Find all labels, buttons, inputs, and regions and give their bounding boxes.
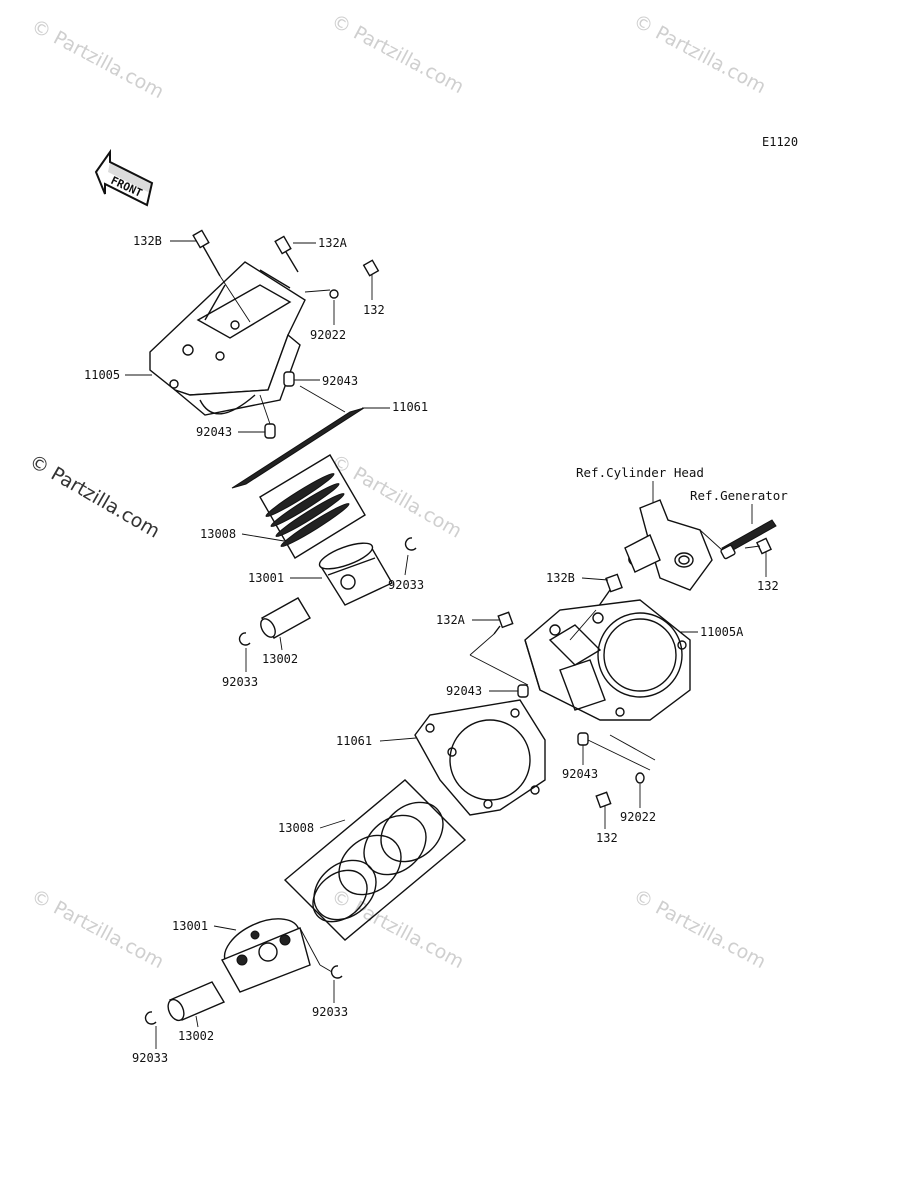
bolt-132-lower [595,791,612,809]
washer-92022-lower [635,772,645,784]
label-92043-lower-b: 92043 [562,767,598,781]
cylinder-head-fitting [624,499,713,591]
ref-cylinder-head: Ref.Cylinder Head [576,465,704,480]
dowel-92043-upper-b [264,423,276,439]
piston-13001-upper [318,542,393,606]
watermark: © Partzilla.com [328,885,468,973]
bolt-132A-lower [493,611,514,635]
dowel-92043-upper-a [283,371,295,387]
label-11005A-lower: 11005A [700,625,744,639]
label-13008-lower: 13008 [278,821,314,835]
label-13002-lower: 13002 [178,1029,214,1043]
diagram-code: E1120 [762,135,798,149]
dowel-92043-lower-b [577,732,589,746]
piston-13001-lower [221,918,311,993]
watermark: © Partzilla.com [28,15,168,103]
label-13001-upper: 13001 [248,571,284,585]
label-92043-upper-a: 92043 [322,374,358,388]
label-13002-upper: 13002 [262,652,298,666]
cylinder-block-11005A [524,599,691,721]
circlip-92033-lower-a [330,965,343,979]
label-92043-upper-b: 92043 [196,425,232,439]
bolt-132-right [756,537,772,555]
ring-set-13008-upper [259,454,366,559]
gasket-11061-lower [414,699,546,816]
label-92033-upper-a: 92033 [388,578,424,592]
bolt-132-upper [362,259,380,277]
front-arrow-icon: FRONT [94,148,154,207]
piston-pin-13002-upper [260,597,311,639]
label-92033-lower-b: 92033 [132,1051,168,1065]
label-132B-upper: 132B [133,234,162,248]
label-132A-upper: 132A [318,236,348,250]
label-11061-lower: 11061 [336,734,372,748]
watermark: © Partzilla.com [328,10,468,98]
label-132-lower: 132 [596,831,618,845]
label-13001-lower: 13001 [172,919,208,933]
watermark: © Partzilla.com [630,10,770,98]
label-11005-upper: 11005 [84,368,120,382]
watermark: © Partzilla.com [28,885,168,973]
upper-labels: 132B 132A 132 92022 11005 92043 11061 92… [84,234,428,689]
ref-generator: Ref.Generator [690,488,788,503]
watermark: © Partzilla.com [630,885,770,973]
reference-parts: Ref.Cylinder Head Ref.Generator 132 [576,465,788,593]
bolt-132A-upper [274,235,299,273]
lower-cylinder-assembly [144,573,691,1025]
bolt-132B-upper [192,229,221,277]
circlip-92033-upper-a [404,537,417,551]
label-92022-upper: 92022 [310,328,346,342]
circlip-92033-lower-b [144,1011,157,1025]
ring-set-13008-lower [283,779,467,941]
label-92022-lower: 92022 [620,810,656,824]
cylinder-block-11005 [149,261,306,416]
piston-pin-13002-lower [167,981,226,1022]
label-92043-lower-a: 92043 [446,684,482,698]
circlip-92033-upper-b [238,632,251,646]
watermark: © Partzilla.com [328,450,466,542]
label-132B-lower: 132B [546,571,575,585]
lower-labels: 132B 132A 11005A 92043 11061 92043 132 9… [132,529,744,1065]
generator-tube [720,519,777,560]
label-92033-lower-a: 92033 [312,1005,348,1019]
label-13008-upper: 13008 [200,527,236,541]
watermarks: © Partzilla.com © Partzilla.com © Partzi… [26,10,770,973]
label-132-right: 132 [757,579,779,593]
dowel-92043-lower-a [517,684,529,698]
washer-92022-upper [329,289,339,299]
watermark-dark: © Partzilla.com [26,450,164,542]
label-132A-lower: 132A [436,613,466,627]
label-11061-upper: 11061 [392,400,428,414]
label-92033-upper-b: 92033 [222,675,258,689]
label-132-upper: 132 [363,303,385,317]
